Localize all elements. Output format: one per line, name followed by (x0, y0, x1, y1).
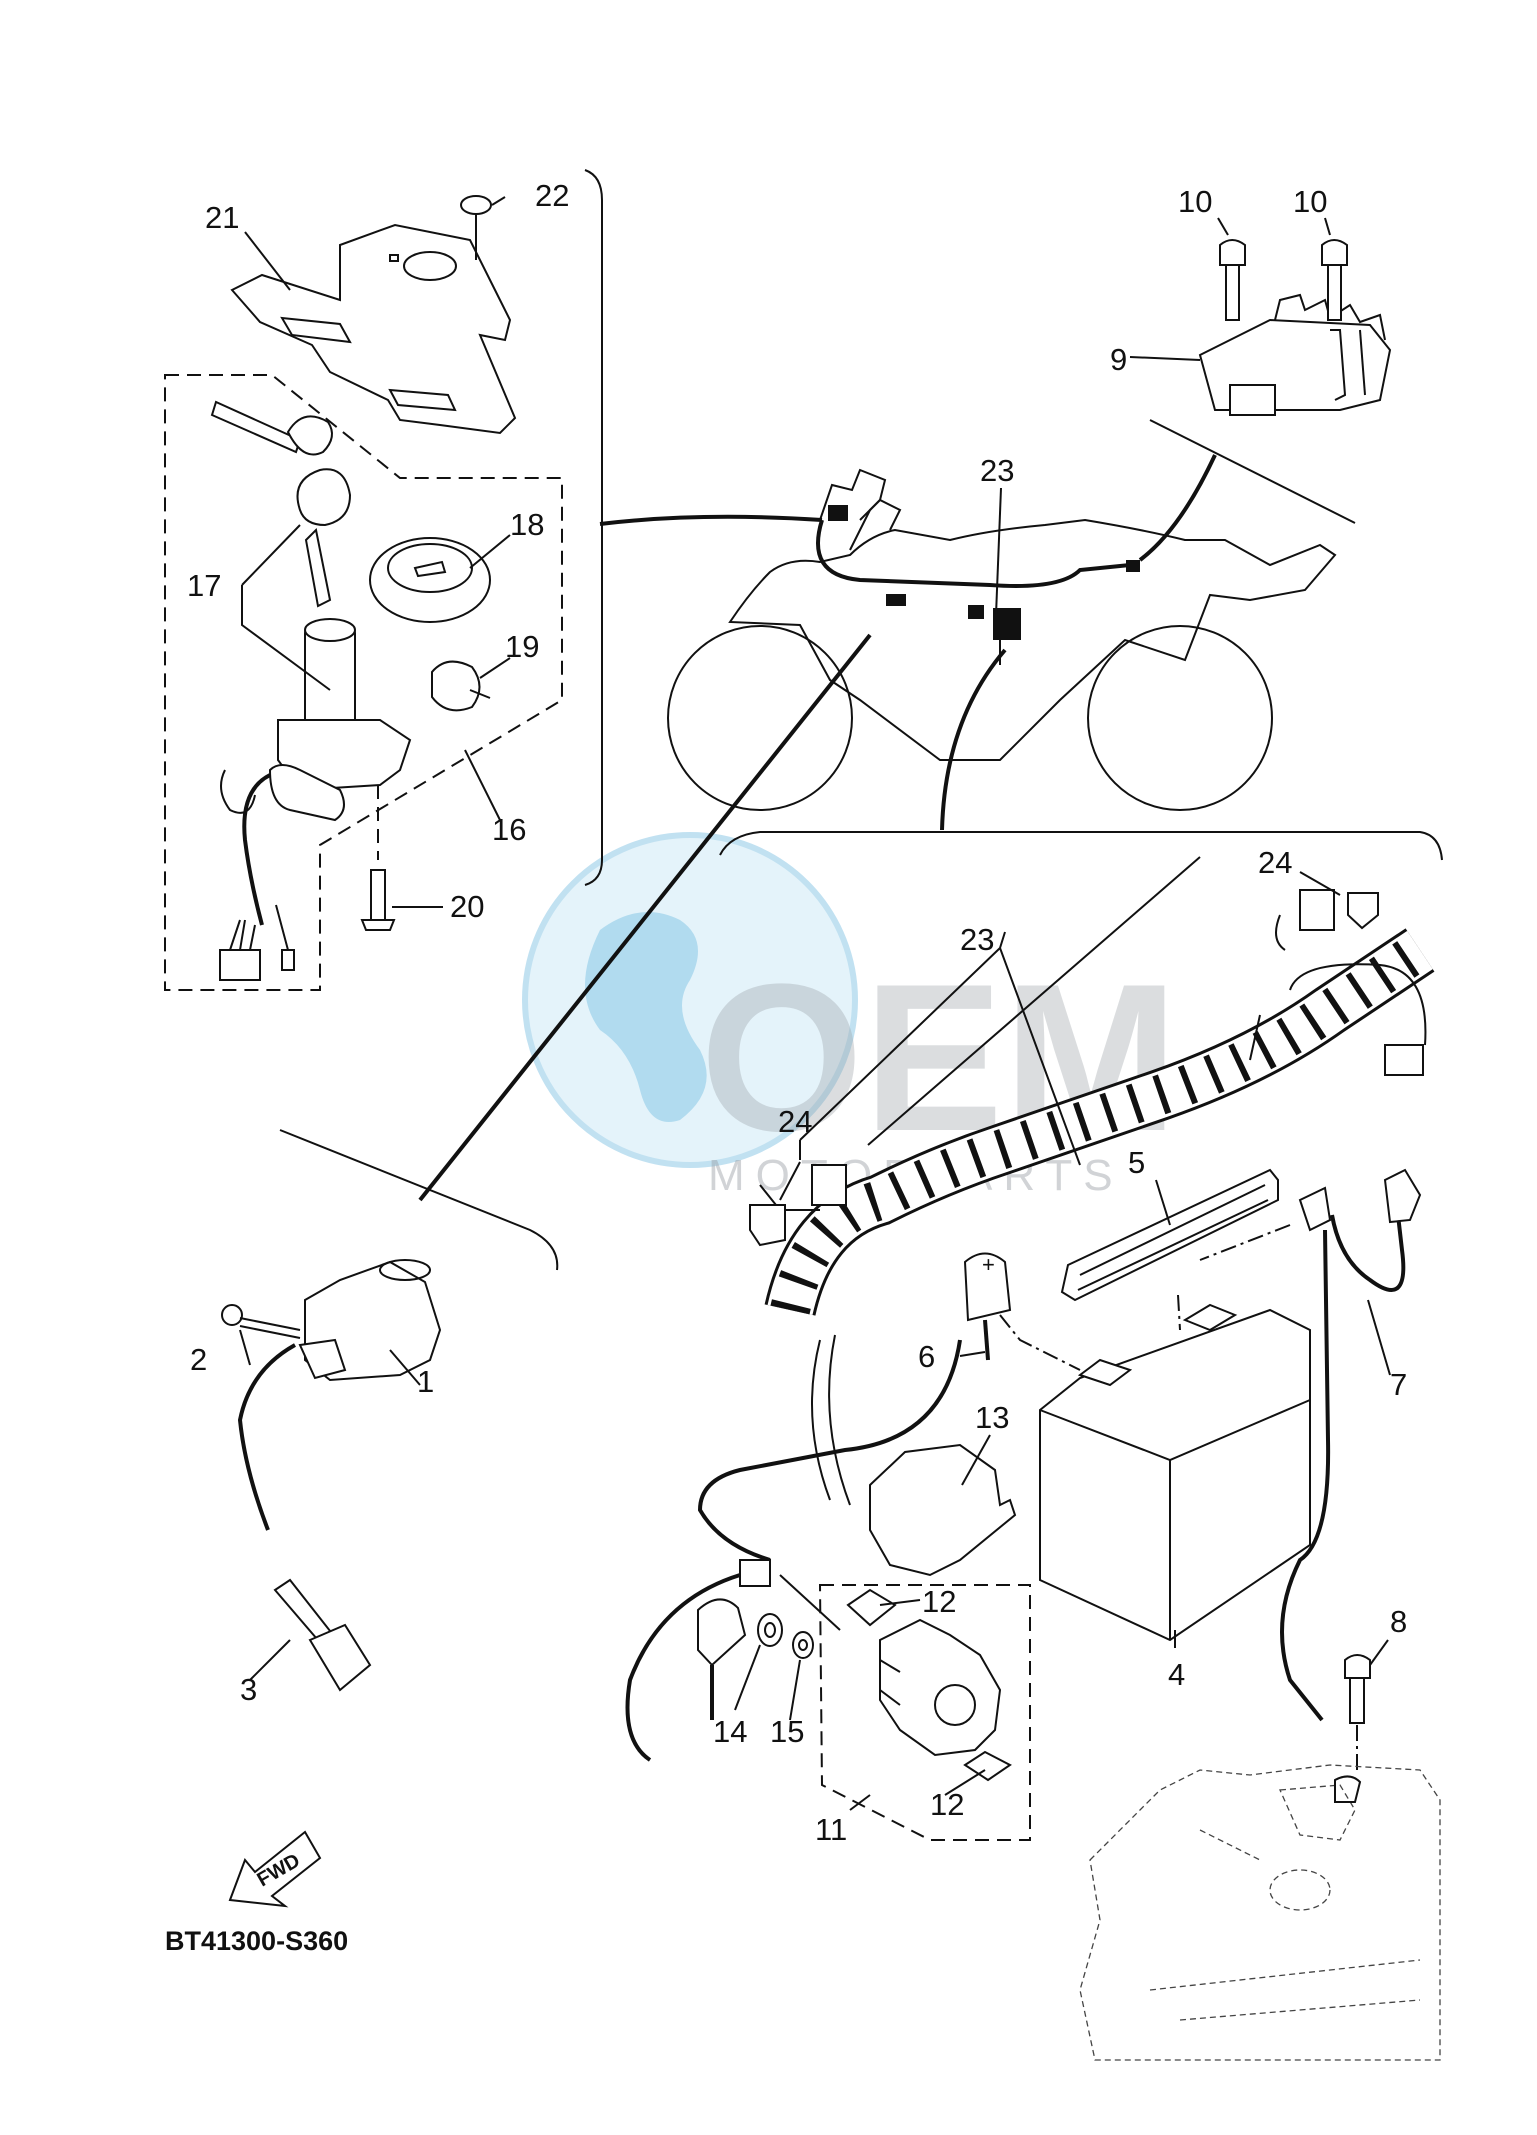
callout-10-right: 10 (1293, 184, 1327, 219)
part-19-switch-unit (431, 660, 491, 712)
terminal-boot (697, 1598, 747, 1720)
leader-to-switch-panel (599, 514, 823, 526)
callout-leaders (239, 196, 1391, 1811)
harness-branch-mid (1249, 1014, 1261, 1061)
callout-12-top: 12 (922, 1584, 956, 1619)
callout-labels: 1 2 3 4 5 6 7 8 9 10 10 11 12 12 13 14 1… (187, 178, 1407, 1847)
leader-to-coil-panel (418, 633, 872, 1202)
part-2-bolt (221, 1304, 301, 1339)
part-18-cap (369, 537, 491, 623)
callout-23-bottom: 23 (960, 922, 994, 957)
rectifier-panel-frame (1149, 419, 1356, 524)
positive-lead-route (999, 1314, 1081, 1371)
leader-to-rectifier (1138, 454, 1217, 562)
callout-16: 16 (492, 812, 526, 847)
callout-19: 19 (505, 629, 539, 664)
callout-23-top: 23 (980, 453, 1014, 488)
callout-10-left: 10 (1178, 184, 1212, 219)
callout-14: 14 (713, 1714, 747, 1749)
battery-band-route (1177, 1224, 1291, 1331)
battery-panel-frame (719, 831, 1443, 861)
part-21-bracket (230, 223, 517, 435)
callout-8: 8 (1390, 1604, 1407, 1639)
part-23-main-harness (764, 928, 1435, 1506)
part-12-fuse-bottom (963, 1750, 1012, 1782)
part-24-connector-left (749, 1164, 847, 1247)
part-11-relay-boundary (818, 1584, 1031, 1841)
callout-5: 5 (1128, 1145, 1145, 1180)
callout-24-left: 24 (778, 1104, 812, 1139)
part-23-harness-on-bike (816, 519, 1131, 588)
coil-lead (237, 1343, 296, 1531)
engine-case-sketch (1079, 1764, 1441, 2061)
callout-11: 11 (815, 1812, 847, 1847)
ignition-set-boundary (164, 374, 563, 991)
diagram-code: BT41300-S360 (165, 1926, 348, 1956)
part-5-battery-band (1060, 1168, 1279, 1302)
battery-plus-sign: + (982, 1252, 995, 1277)
relay-lead (697, 1339, 962, 1562)
part-17-main-switch (210, 400, 412, 822)
fwd-arrow-icon: FWD (228, 1830, 322, 1908)
harness-connectors-on-bike (828, 505, 1140, 665)
panel-frame-ignition (584, 169, 603, 886)
part-20-bolt (360, 785, 396, 931)
relay-connector (739, 1559, 841, 1631)
part-4-battery (1039, 1303, 1311, 1642)
callout-18: 18 (510, 507, 544, 542)
part-8-bolt (1344, 1654, 1371, 1770)
watermark: OEM MOTORPARTS (522, 832, 1178, 1200)
part-14-nut (757, 1613, 783, 1647)
starter-lead (625, 1573, 741, 1762)
part-24-connector-top (1299, 889, 1379, 931)
part-22-rivet (460, 195, 492, 260)
part-10-bolts (1219, 239, 1348, 321)
part-1-ignition-coil (298, 1259, 442, 1382)
motorcycle-outline (667, 468, 1337, 811)
harness-connector-right (1384, 1044, 1424, 1076)
part-3-plug-cap (273, 1578, 372, 1692)
part-7-negative-lead (1280, 1168, 1422, 1722)
part-13-relay-cover (869, 1443, 1017, 1577)
callout-3: 3 (240, 1672, 257, 1707)
callout-17: 17 (187, 568, 221, 603)
part-6-positive-cap: + (963, 1252, 1012, 1361)
part-12-fuse-top (846, 1588, 897, 1627)
leader-to-battery-panel (940, 648, 1007, 831)
callout-4: 4 (1168, 1657, 1185, 1692)
callout-20: 20 (450, 889, 484, 924)
callout-9: 9 (1110, 342, 1127, 377)
part-11-starter-relay (879, 1618, 1002, 1757)
callout-21: 21 (205, 200, 239, 235)
callout-24-top: 24 (1258, 845, 1292, 880)
callout-13: 13 (975, 1400, 1009, 1435)
switch-connector (219, 904, 295, 981)
harness-branch-top (1275, 914, 1286, 951)
part-9-rectifier (1198, 293, 1392, 416)
callout-12-bottom: 12 (930, 1787, 964, 1822)
coil-panel-frame (279, 1129, 559, 1271)
switch-lead (242, 773, 271, 926)
callout-1: 1 (417, 1364, 434, 1399)
part-15-washer (792, 1631, 814, 1659)
harness-branch-right (1289, 963, 1427, 1046)
globe-watermark-icon (522, 832, 858, 1168)
callout-15: 15 (770, 1714, 804, 1749)
callout-7: 7 (1390, 1367, 1407, 1402)
callout-6: 6 (918, 1339, 935, 1374)
battery-panel-divider (867, 856, 1201, 1146)
callout-22: 22 (535, 178, 569, 213)
callout-2: 2 (190, 1342, 207, 1377)
